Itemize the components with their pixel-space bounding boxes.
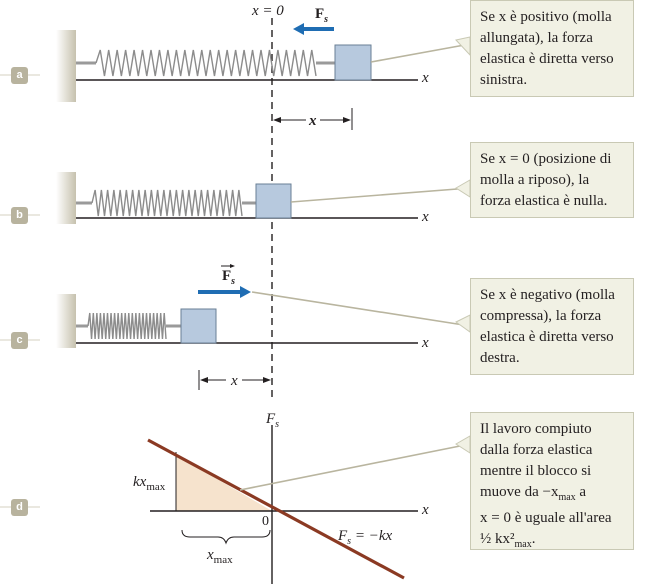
leader-b (290, 187, 471, 203)
vector-bar-head-c (230, 264, 235, 268)
note-a-line-3: elastica è diretta verso (480, 51, 614, 67)
note-b-line-1: Se x = 0 (posizione di (480, 151, 612, 167)
xmax-label: xmax (206, 547, 233, 566)
leader-a (370, 43, 471, 63)
note-a-line-2: allungata), la forza (480, 30, 593, 46)
badge-a: a (11, 67, 28, 84)
axis-x-b: x (421, 209, 429, 225)
dim-label-a: x (308, 113, 317, 129)
leader-tip-b (455, 179, 471, 198)
note-d-line-1: Il lavoro compiuto (480, 421, 592, 437)
origin-label: 0 (262, 514, 269, 529)
leader-c (251, 291, 471, 327)
spring-c (87, 312, 167, 340)
force-label-a: Fs (315, 6, 328, 25)
force-label-c: Fs (222, 268, 235, 287)
leader-tip-d (455, 435, 471, 454)
wall-a (56, 30, 76, 102)
xmax-brace (181, 529, 271, 545)
note-c-line-3: elastica è diretta verso (480, 329, 614, 345)
note-d-line-2: dalla forza elastica (480, 442, 593, 458)
kxmax-label: kxmax (133, 474, 166, 493)
note-a-line-1: Se x è positivo (molla (480, 9, 612, 25)
note-c-line-2: compressa), la forza (480, 308, 602, 324)
block-a (334, 44, 372, 81)
spring-a (95, 49, 317, 77)
dim-label-c: x (230, 373, 238, 389)
note-d-line-6: ½ kx²max. (480, 531, 536, 550)
dim-arrow-a2 (343, 117, 351, 123)
note-c-line-4: destra. (480, 350, 520, 366)
x-eq-0-label: x = 0 (251, 3, 284, 19)
dim-arrow-c1 (200, 377, 208, 383)
graph-fs-label: Fs (265, 411, 279, 430)
spring-b (91, 189, 243, 217)
note-a-line-4: sinistra. (480, 72, 528, 88)
leader-tip-c (455, 314, 471, 333)
block-b (255, 183, 292, 219)
force-arrowhead-c (240, 286, 251, 298)
axis-x-c: x (421, 335, 429, 351)
panel-a: x Fs x (56, 6, 429, 130)
badge-c: c (11, 332, 28, 349)
panel-c: x Fs x (56, 264, 429, 390)
force-line (147, 438, 405, 580)
note-c: Se x è negativo (molla compressa), la fo… (470, 278, 634, 375)
block-c (180, 308, 217, 344)
note-b: Se x = 0 (posizione di molla a riposo), … (470, 142, 634, 218)
dim-arrow-a1 (273, 117, 281, 123)
graph-x-label: x (421, 502, 429, 518)
note-d-line-5: x = 0 è uguale all'area (480, 510, 612, 526)
note-b-line-2: molla a riposo), la (480, 172, 590, 188)
panel-b: x (56, 172, 429, 225)
force-arrowhead-a (293, 23, 304, 35)
badge-b: b (11, 207, 28, 224)
panel-d: x Fs kxmax 0 xmax Fs = −kx (133, 411, 429, 584)
leader-d (239, 443, 471, 491)
hooke-law-label: Fs = −kx (337, 528, 392, 547)
note-b-line-3: forza elastica è nulla. (480, 193, 608, 209)
axis-x-a: x (421, 70, 429, 86)
note-d-line-3: mentre il blocco si (480, 463, 592, 479)
note-a: Se x è positivo (molla allungata), la fo… (470, 0, 634, 97)
note-d: Il lavoro compiuto dalla forza elastica … (470, 412, 634, 550)
dim-arrow-c2 (263, 377, 271, 383)
note-d-line-4: muove da −xmax a (480, 484, 587, 503)
note-c-line-1: Se x è negativo (molla (480, 287, 615, 303)
badge-d: d (11, 499, 28, 516)
wall-c (56, 294, 76, 348)
wall-b (56, 172, 76, 224)
